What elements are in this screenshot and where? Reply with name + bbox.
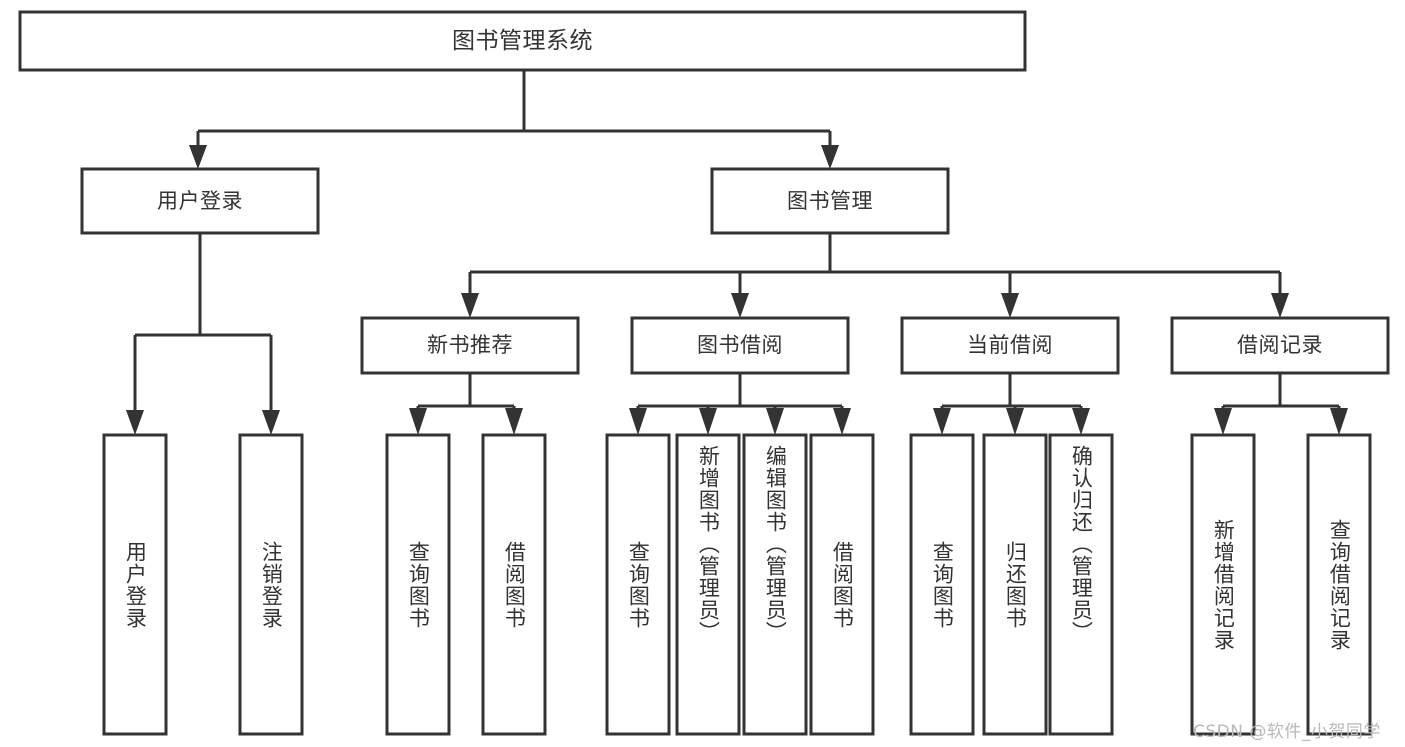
node-box-borrow-record[interactable] (1170, 316, 1390, 375)
arrowhead-book-borrow (731, 293, 749, 318)
arrowhead-user-login (189, 145, 207, 169)
node-box-leaf-new-book-0[interactable] (385, 433, 451, 736)
node-box-leaf-current-borrow-2[interactable] (1048, 433, 1114, 736)
node-box-leaf-borrow-record-0[interactable] (1190, 433, 1256, 736)
node-box-book-management[interactable] (710, 167, 950, 235)
arrowhead-leaf-user-login-1 (262, 410, 280, 435)
arrowhead-leaf-new-book-0 (409, 408, 427, 435)
node-box-current-borrow[interactable] (900, 316, 1120, 375)
node-box-leaf-book-borrow-1[interactable] (675, 433, 741, 736)
node-box-leaf-book-borrow-3[interactable] (809, 433, 875, 736)
arrowhead-current-borrow (1001, 293, 1019, 318)
arrowhead-leaf-book-borrow-1 (699, 408, 717, 435)
arrowhead-leaf-borrow-record-1 (1330, 408, 1348, 435)
arrowhead-borrow-record (1271, 293, 1289, 318)
arrowhead-leaf-book-borrow-3 (833, 408, 851, 435)
node-box-leaf-borrow-record-1[interactable] (1306, 433, 1372, 736)
node-box-leaf-user-login-1[interactable] (238, 433, 304, 736)
arrowhead-new-book-recommend (461, 293, 479, 318)
node-box-leaf-new-book-1[interactable] (481, 433, 547, 736)
arrowhead-leaf-user-login-0 (126, 410, 144, 435)
arrowhead-leaf-new-book-1 (505, 408, 523, 435)
arrowhead-leaf-borrow-record-0 (1214, 408, 1232, 435)
arrowhead-leaf-book-borrow-0 (629, 408, 647, 435)
node-box-leaf-book-borrow-0[interactable] (605, 433, 671, 736)
arrowhead-leaf-current-borrow-2 (1072, 408, 1090, 435)
node-box-leaf-book-borrow-2[interactable] (742, 433, 808, 736)
arrowhead-book-management (821, 145, 839, 169)
node-box-leaf-current-borrow-0[interactable] (909, 433, 975, 736)
node-box-leaf-current-borrow-1[interactable] (982, 433, 1048, 736)
node-box-book-borrow[interactable] (630, 316, 850, 375)
arrowhead-leaf-current-borrow-0 (933, 408, 951, 435)
node-box-user-login[interactable] (80, 167, 320, 235)
arrowhead-leaf-book-borrow-2 (766, 408, 784, 435)
node-box-new-book-recommend[interactable] (360, 316, 580, 375)
node-box-root[interactable] (18, 10, 1027, 72)
node-box-leaf-user-login-0[interactable] (102, 433, 168, 736)
arrowhead-leaf-current-borrow-1 (1006, 408, 1024, 435)
